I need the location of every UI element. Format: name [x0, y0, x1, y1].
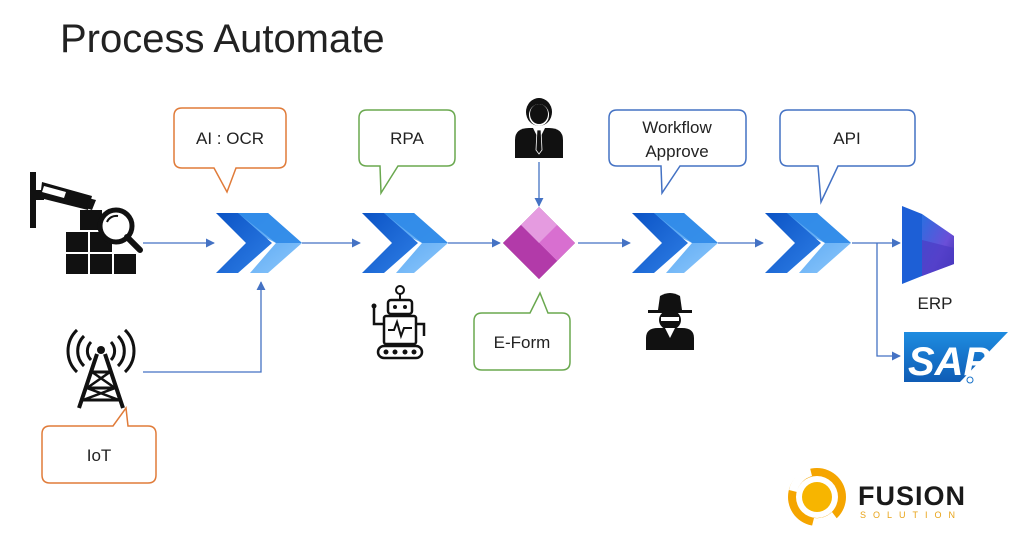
dynamics-erp-icon: [902, 206, 954, 284]
power-automate-rpa-icon: [362, 213, 448, 273]
surveillance-camera-icon: [30, 172, 96, 228]
callout-workflow-line1: Workflow: [642, 118, 712, 137]
fusion-logo: FUSION SOLUTION: [788, 468, 966, 527]
callout-iot: IoT: [41, 405, 157, 484]
erp-label: ERP: [918, 294, 953, 313]
callout-rpa-label: RPA: [390, 129, 424, 148]
iot-tower-icon: [66, 328, 136, 409]
callout-iot-label: IoT: [87, 446, 112, 465]
callout-workflow: Workflow Approve: [608, 109, 747, 196]
callout-workflow-line2: Approve: [645, 142, 708, 161]
inventory-boxes-icon: [66, 210, 136, 274]
robot-icon: [371, 285, 426, 360]
fusion-logo-name: FUSION: [858, 481, 966, 511]
callout-rpa: RPA: [358, 109, 456, 196]
callout-api-label: API: [833, 129, 860, 148]
sap-logo-text: SAP: [908, 340, 991, 384]
callout-ai-ocr-label: AI : OCR: [196, 129, 264, 148]
callout-api: API: [779, 109, 916, 205]
connectors: [143, 162, 901, 373]
callout-eform: E-Form: [473, 291, 571, 371]
connector-api-to-sap: [876, 243, 901, 361]
sap-logo: SAP: [904, 332, 1008, 384]
power-automate-ocr-icon: [216, 213, 302, 273]
magnifier-icon: [97, 207, 143, 253]
power-automate-api-icon: [765, 213, 851, 273]
callout-eform-label: E-Form: [494, 333, 551, 352]
spy-icon: [646, 293, 694, 350]
power-automate-workflow-icon: [632, 213, 718, 273]
connector-iot-to-ocr: [143, 281, 266, 373]
callout-ai-ocr: AI : OCR: [173, 107, 287, 194]
page-title: Process Automate: [60, 17, 385, 61]
businessman-icon: [515, 98, 563, 158]
power-apps-icon: [503, 207, 575, 279]
fusion-logo-sub: SOLUTION: [860, 510, 962, 520]
